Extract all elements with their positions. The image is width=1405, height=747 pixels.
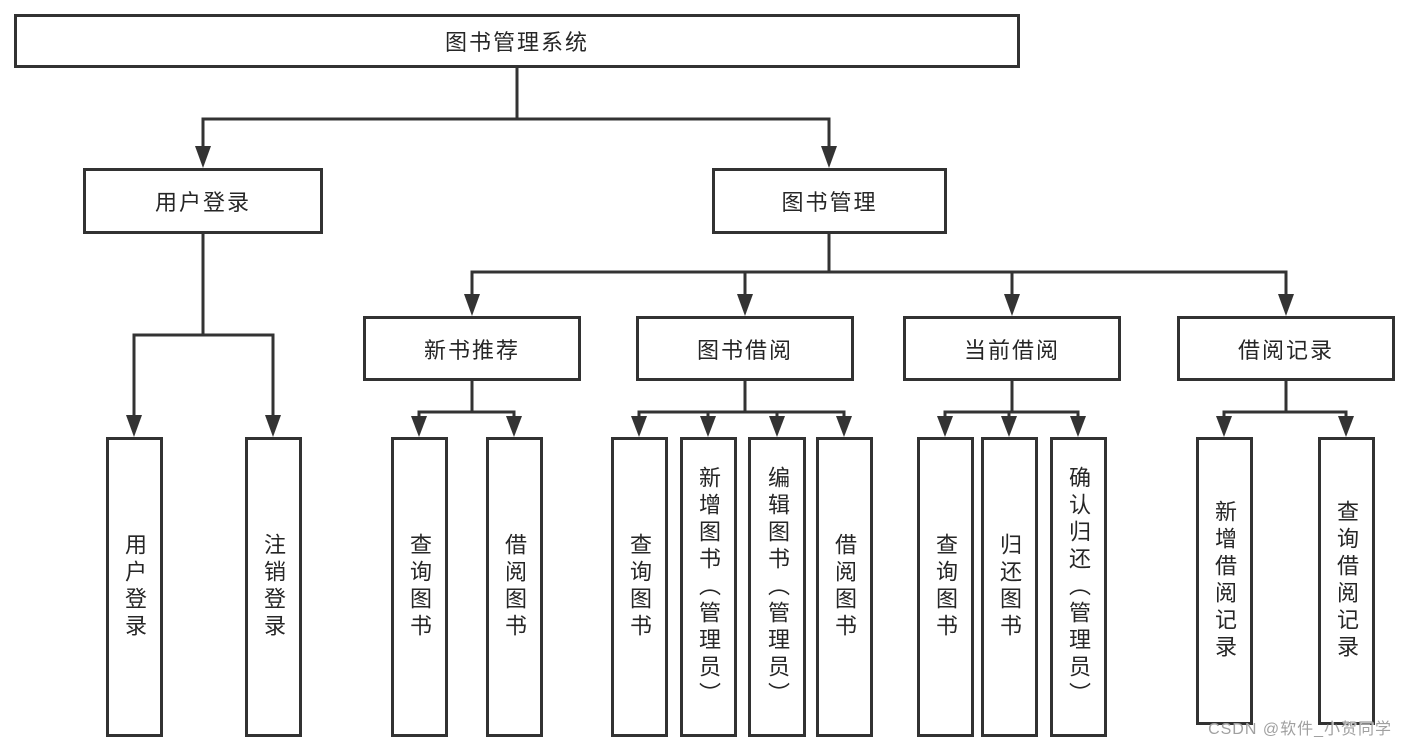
leaf-return-book: 归还图书 [981, 437, 1038, 737]
connector-book-mgmt-to-level3 [464, 234, 1294, 316]
node-user-login: 用户登录 [83, 168, 323, 234]
connector-current-borrow-children [937, 381, 1086, 437]
leaf-query-book-newbook: 查询图书 [391, 437, 448, 737]
leaf-query-borrow-record: 查询借阅记录 [1318, 437, 1375, 725]
leaf-add-borrow-record: 新增借阅记录 [1196, 437, 1253, 725]
node-book-borrow: 图书借阅 [636, 316, 854, 381]
leaf-query-book-current: 查询图书 [917, 437, 974, 737]
leaf-edit-book-admin: 编辑图书（管理员） [748, 437, 806, 737]
connector-book-borrow-children [631, 381, 852, 437]
connector-root-to-level2 [195, 68, 837, 168]
leaf-logout: 注销登录 [245, 437, 302, 737]
leaf-add-book-admin: 新增图书（管理员） [680, 437, 737, 737]
leaf-user-login: 用户登录 [106, 437, 163, 737]
watermark: CSDN @软件_小贺同学 [1208, 721, 1392, 738]
node-library-system: 图书管理系统 [14, 14, 1020, 68]
connector-user-login-children [126, 233, 281, 437]
node-borrow-record: 借阅记录 [1177, 316, 1395, 381]
connector-borrow-record-children [1216, 381, 1354, 437]
node-current-borrow: 当前借阅 [903, 316, 1121, 381]
leaf-query-book-borrow: 查询图书 [611, 437, 668, 737]
node-book-management: 图书管理 [712, 168, 947, 234]
leaf-borrow-book: 借阅图书 [816, 437, 873, 737]
node-new-book-recommend: 新书推荐 [363, 316, 581, 381]
leaf-borrow-book-newbook: 借阅图书 [486, 437, 543, 737]
leaf-confirm-return-admin: 确认归还（管理员） [1050, 437, 1107, 737]
connector-new-book-children [411, 381, 522, 437]
